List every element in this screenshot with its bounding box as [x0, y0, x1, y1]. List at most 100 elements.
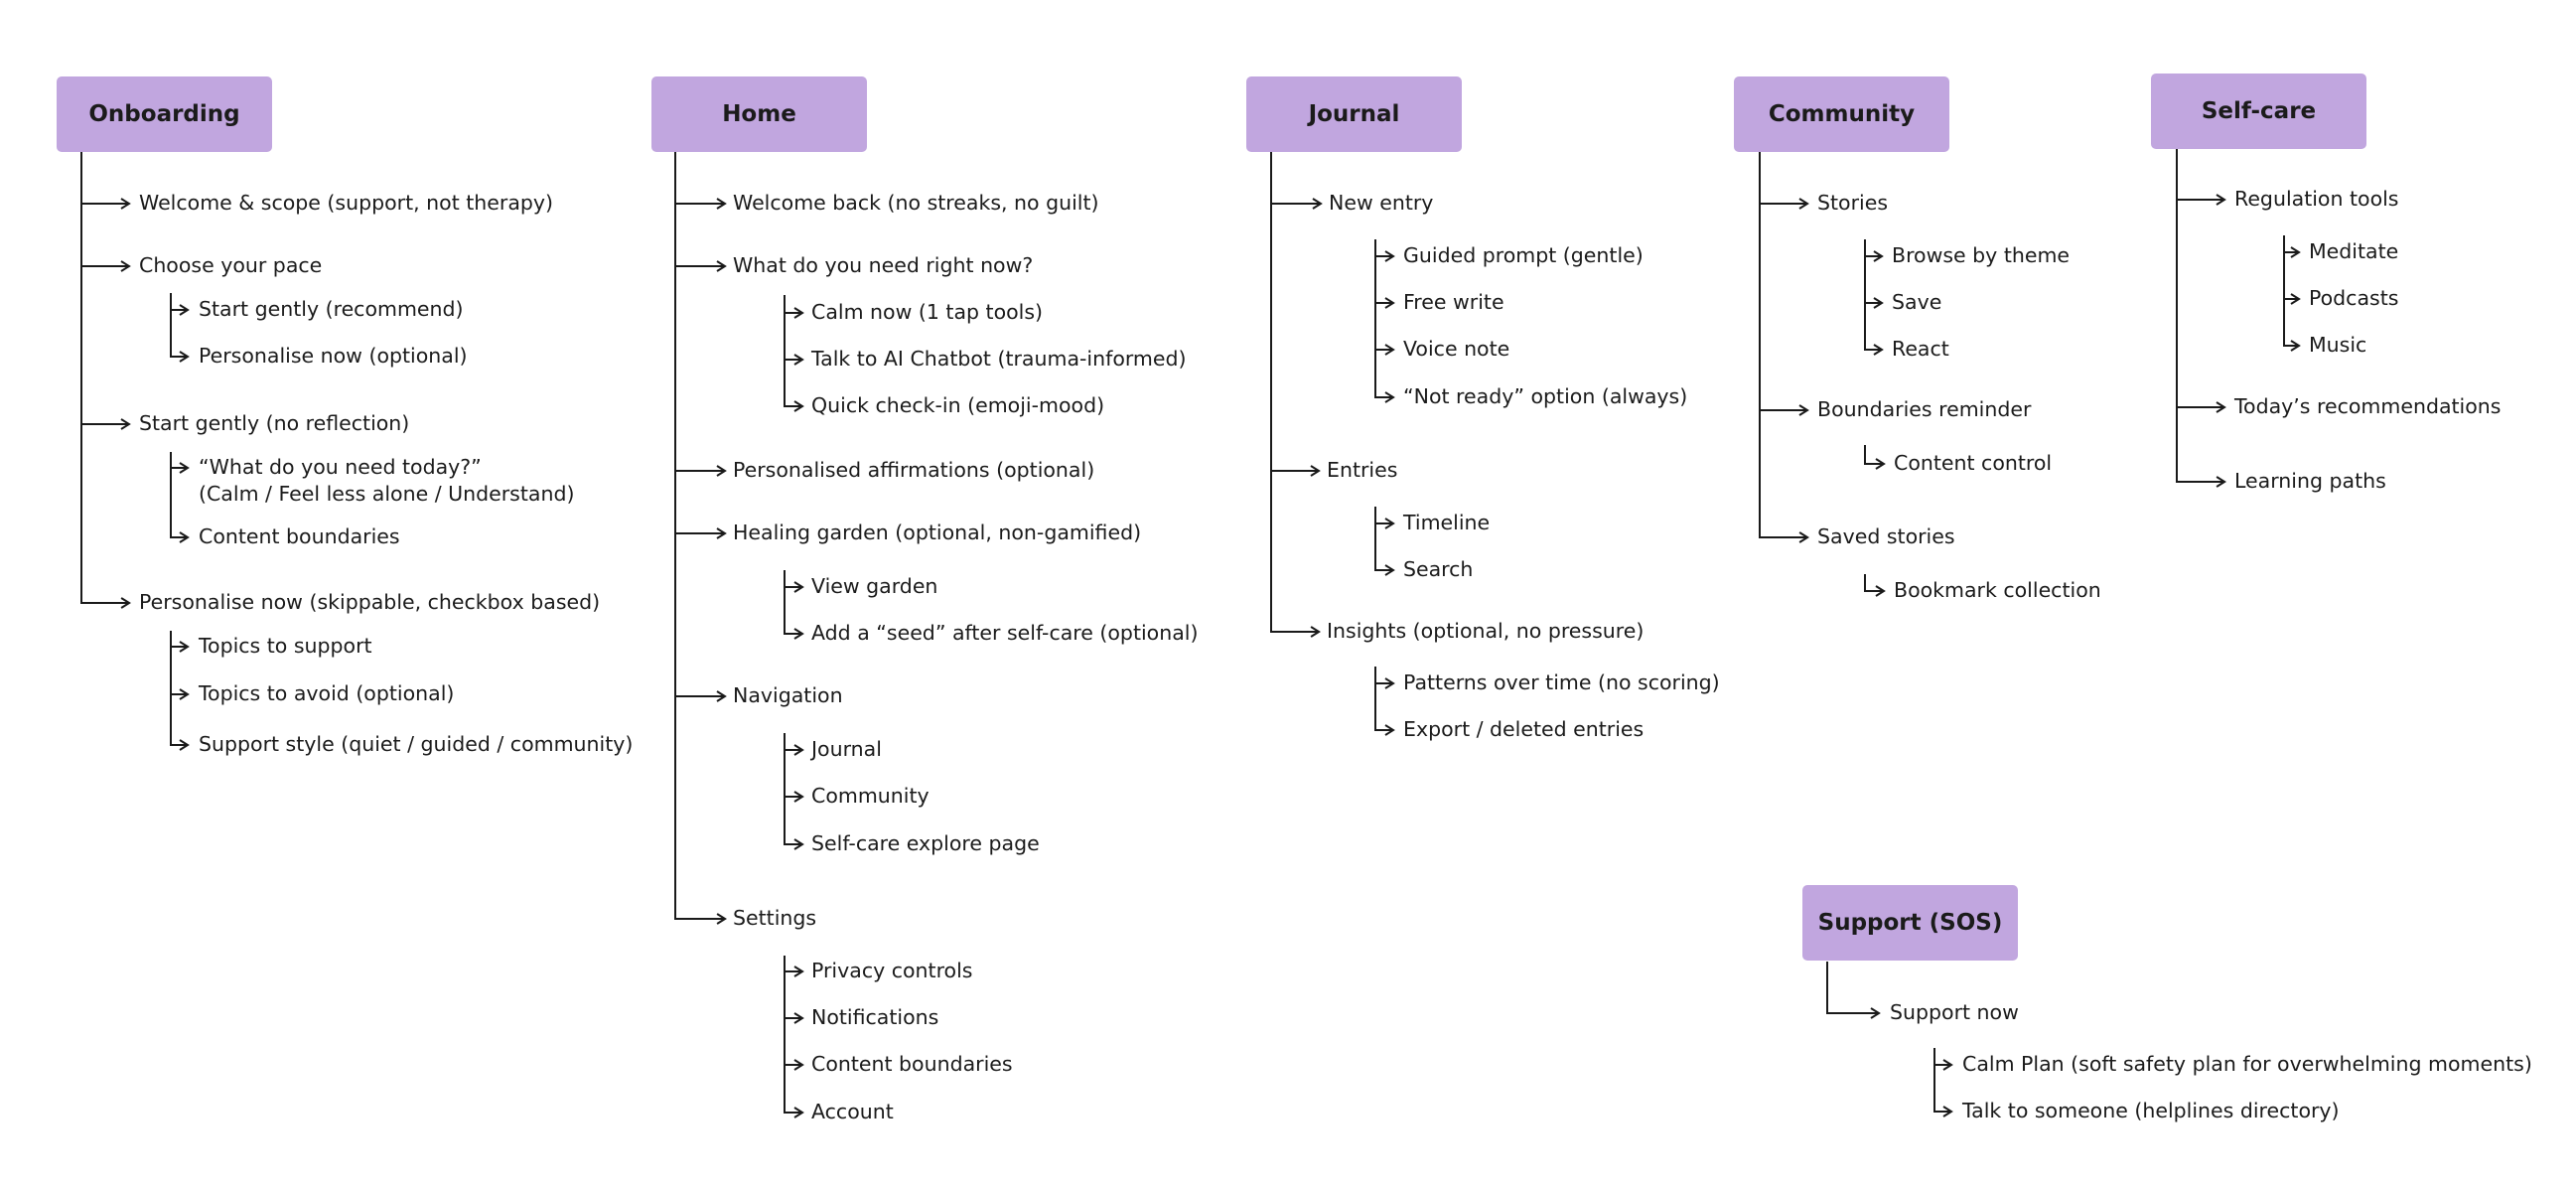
- tree-node: Saved stories: [1817, 524, 1955, 548]
- tree-node: Meditate: [2309, 239, 2399, 263]
- connector-arrow: [1374, 683, 1395, 736]
- tree-node-line: (Calm / Feel less alone / Understand): [199, 482, 575, 506]
- connector-arrow: [784, 313, 804, 366]
- connector-arrow: [2283, 235, 2301, 258]
- connector-arrow: [170, 452, 190, 474]
- tree-node: Support style (quiet / guided / communit…: [199, 732, 634, 756]
- tree-node: Insights (optional, no pressure): [1327, 619, 1645, 643]
- connector-arrow: [784, 971, 804, 1024]
- connector-arrow: [2283, 252, 2301, 305]
- tree-node: Browse by theme: [1892, 243, 2071, 267]
- selfcare-trunk-line: [2176, 149, 2224, 483]
- tree-node: Save: [1892, 290, 1942, 314]
- tree-node: Content boundaries: [199, 524, 400, 548]
- sos-trunk-line: [1826, 962, 1881, 1019]
- connector-arrow: [784, 587, 804, 640]
- connector-arrow: [170, 631, 190, 653]
- tree-node: Personalise now (skippable, checkbox bas…: [139, 590, 601, 614]
- tree-node: Welcome & scope (support, not therapy): [139, 191, 554, 215]
- tree-node: Healing garden (optional, non-gamified): [733, 521, 1142, 544]
- connector-arrow: [1374, 523, 1395, 576]
- connector-arrow: [1864, 445, 1886, 470]
- connector-arrow: [1933, 1048, 1953, 1071]
- tree-node: Bookmark collection: [1894, 578, 2101, 602]
- tree-node: Boundaries reminder: [1817, 397, 2032, 421]
- connector-arrow: [1864, 574, 1886, 597]
- journal-trunk-line: [1270, 151, 1319, 633]
- section-header-selfcare[interactable]: Self-care: [2151, 74, 2366, 149]
- connector-arrow: [170, 293, 190, 316]
- tree-node: Calm now (1 tap tools): [811, 300, 1044, 324]
- connector-arrow: [1374, 350, 1395, 403]
- connector-arrow: [1374, 303, 1395, 356]
- connector-arrow: [1374, 507, 1395, 529]
- tree-node: Free write: [1403, 290, 1504, 314]
- tree-node: Talk to AI Chatbot (trauma-informed): [811, 347, 1187, 371]
- connector-arrow: [2283, 299, 2301, 352]
- connector-arrow: [784, 956, 804, 977]
- tree-node: Personalise now (optional): [199, 344, 468, 368]
- section-header-sos[interactable]: Support (SOS): [1802, 885, 2018, 961]
- tree-node: Start gently (no reflection): [139, 411, 410, 435]
- connector-arrow: [784, 570, 804, 593]
- tree-node: Settings: [733, 906, 817, 930]
- tree-node: React: [1892, 337, 1949, 361]
- tree-node: Stories: [1817, 191, 1889, 215]
- connector-arrow: [170, 647, 190, 700]
- tree-node: Add a “seed” after self-care (optional): [811, 621, 1199, 645]
- tree-node: Music: [2309, 333, 2367, 357]
- tree-node: Patterns over time (no scoring): [1403, 670, 1720, 694]
- section-header-onboarding[interactable]: Onboarding: [57, 76, 272, 152]
- connector-arrow: [1864, 256, 1884, 309]
- connector-arrow: [170, 694, 190, 751]
- connector-arrow: [784, 295, 804, 319]
- tree-node-line: “What do you need today?”: [199, 455, 482, 479]
- connector-arrow: [1374, 256, 1395, 309]
- tree-node: Self-care explore page: [811, 831, 1040, 855]
- tree-node: Regulation tools: [2234, 187, 2399, 211]
- tree-node: Timeline: [1403, 511, 1491, 534]
- connector-arrow: [784, 750, 804, 803]
- tree-node: Learning paths: [2234, 469, 2386, 493]
- tree-node: New entry: [1329, 191, 1434, 215]
- tree-node-multiline: “What do you need today?” (Calm / Feel l…: [199, 454, 574, 508]
- connector-arrow: [784, 1018, 804, 1071]
- tree-node: Navigation: [733, 683, 843, 707]
- tree-node: Community: [811, 784, 930, 808]
- tree-node: Podcasts: [2309, 286, 2399, 310]
- section-header-community[interactable]: Community: [1734, 76, 1949, 152]
- tree-node: Topics to avoid (optional): [199, 681, 455, 705]
- tree-node: Content boundaries: [811, 1052, 1013, 1076]
- tree-node: Account: [811, 1100, 894, 1123]
- connector-arrow: [784, 733, 804, 756]
- tree-node: Content control: [1894, 451, 2053, 475]
- tree-node: Support now: [1890, 1000, 2019, 1024]
- onboarding-trunk-line: [80, 151, 129, 604]
- home-trunk-line: [674, 151, 725, 920]
- tree-node: View garden: [811, 574, 938, 598]
- connector-arrow: [1864, 303, 1884, 356]
- connector-arrow: [1933, 1065, 1953, 1117]
- section-header-journal[interactable]: Journal: [1246, 76, 1462, 152]
- tree-node: “Not ready” option (always): [1403, 384, 1688, 408]
- tree-node: Journal: [811, 737, 882, 761]
- tree-node: Guided prompt (gentle): [1403, 243, 1644, 267]
- tree-node: Export / deleted entries: [1403, 717, 1645, 741]
- tree-node: Welcome back (no streaks, no guilt): [733, 191, 1099, 215]
- connector-arrow: [1864, 239, 1884, 262]
- connector-arrow: [784, 797, 804, 850]
- connector-arrow: [170, 310, 190, 363]
- tree-node: Notifications: [811, 1005, 939, 1029]
- tree-node: Today’s recommendations: [2234, 394, 2502, 418]
- tree-node: What do you need right now?: [733, 253, 1034, 277]
- tree-node: Entries: [1327, 458, 1398, 482]
- connector-arrow: [1374, 667, 1395, 689]
- section-header-home[interactable]: Home: [651, 76, 867, 152]
- community-trunk-line: [1759, 151, 1807, 538]
- tree-node: Voice note: [1403, 337, 1510, 361]
- tree-node: Calm Plan (soft safety plan for overwhel…: [1962, 1052, 2532, 1076]
- connector-arrow: [784, 1065, 804, 1118]
- connector-arrow: [170, 468, 190, 543]
